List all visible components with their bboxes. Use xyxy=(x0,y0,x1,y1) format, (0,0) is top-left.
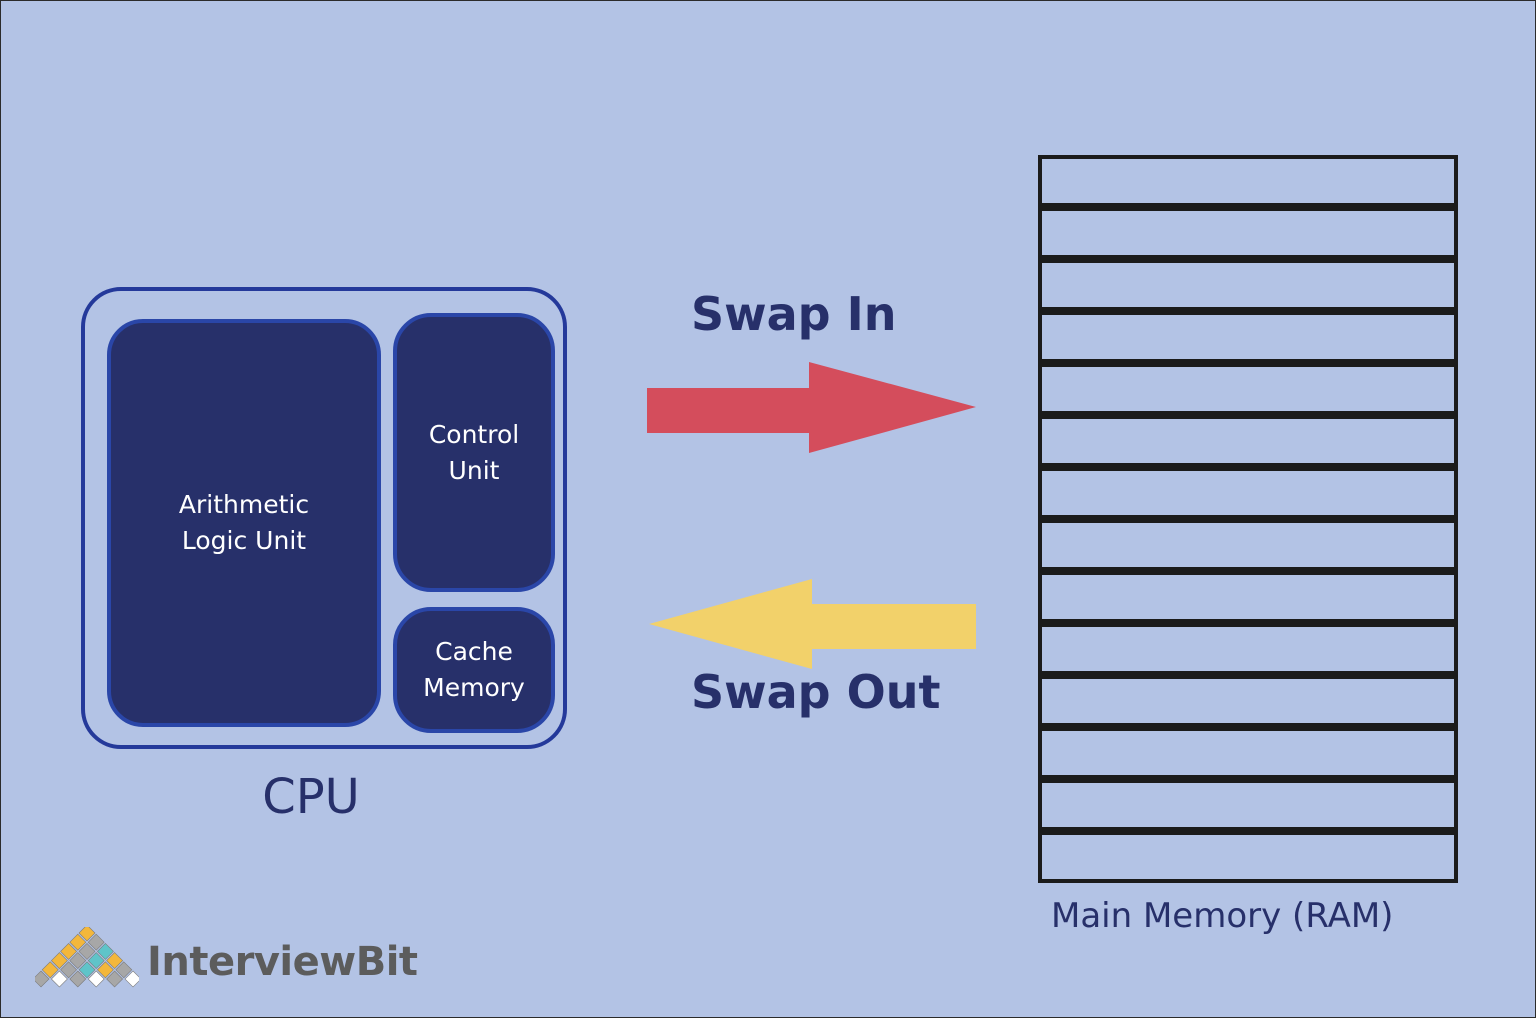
interviewbit-logo-icon xyxy=(35,927,139,988)
logo-diamond xyxy=(50,952,68,970)
logo-diamond xyxy=(35,970,50,988)
memory-row xyxy=(1038,467,1458,519)
swap-in-arrow-icon xyxy=(647,362,976,453)
logo-diamond xyxy=(41,961,59,979)
memory-row xyxy=(1038,675,1458,727)
control-unit-block: Control Unit xyxy=(393,313,555,592)
swap-in-label: Swap In xyxy=(691,287,897,341)
memory-row xyxy=(1038,363,1458,415)
alu-block: Arithmetic Logic Unit xyxy=(107,319,381,727)
logo-diamond xyxy=(124,970,139,988)
memory-row xyxy=(1038,519,1458,571)
logo-diamond xyxy=(87,952,105,970)
memory-row xyxy=(1038,779,1458,831)
logo-diamond xyxy=(96,961,114,979)
cpu-container xyxy=(81,287,567,749)
memory-row xyxy=(1038,155,1458,207)
main-memory-label: Main Memory (RAM) xyxy=(1051,896,1394,936)
logo-diamond xyxy=(87,970,105,988)
brand-name: InterviewBit xyxy=(147,939,418,985)
logo-diamond xyxy=(69,933,87,951)
memory-row xyxy=(1038,207,1458,259)
logo-diamond xyxy=(78,927,96,942)
swap-out-label: Swap Out xyxy=(691,665,941,719)
cpu-label: CPU xyxy=(262,769,360,825)
logo-diamond xyxy=(106,952,124,970)
main-memory-stack xyxy=(1038,155,1458,883)
logo-diamond xyxy=(78,942,96,960)
logo-diamond xyxy=(115,961,133,979)
logo-diamond xyxy=(60,942,78,960)
memory-row xyxy=(1038,623,1458,675)
cache-memory-label: Cache Memory xyxy=(423,637,525,702)
swap-out-arrow-icon xyxy=(649,579,976,669)
logo-diamond xyxy=(87,933,105,951)
memory-row xyxy=(1038,571,1458,623)
memory-row xyxy=(1038,311,1458,363)
memory-row xyxy=(1038,259,1458,311)
memory-row xyxy=(1038,727,1458,779)
cache-memory-block: Cache Memory xyxy=(393,607,555,733)
logo-diamond xyxy=(78,961,96,979)
control-unit-label: Control Unit xyxy=(428,419,520,485)
logo-diamond xyxy=(96,942,114,960)
logo-diamond xyxy=(60,961,78,979)
logo-diamond xyxy=(106,970,124,988)
memory-row xyxy=(1038,415,1458,467)
memory-row xyxy=(1038,831,1458,883)
alu-label: Arithmetic Logic Unit xyxy=(178,490,310,555)
logo-diamond xyxy=(69,952,87,970)
logo-diamond xyxy=(69,970,87,988)
logo-diamond xyxy=(50,970,68,988)
